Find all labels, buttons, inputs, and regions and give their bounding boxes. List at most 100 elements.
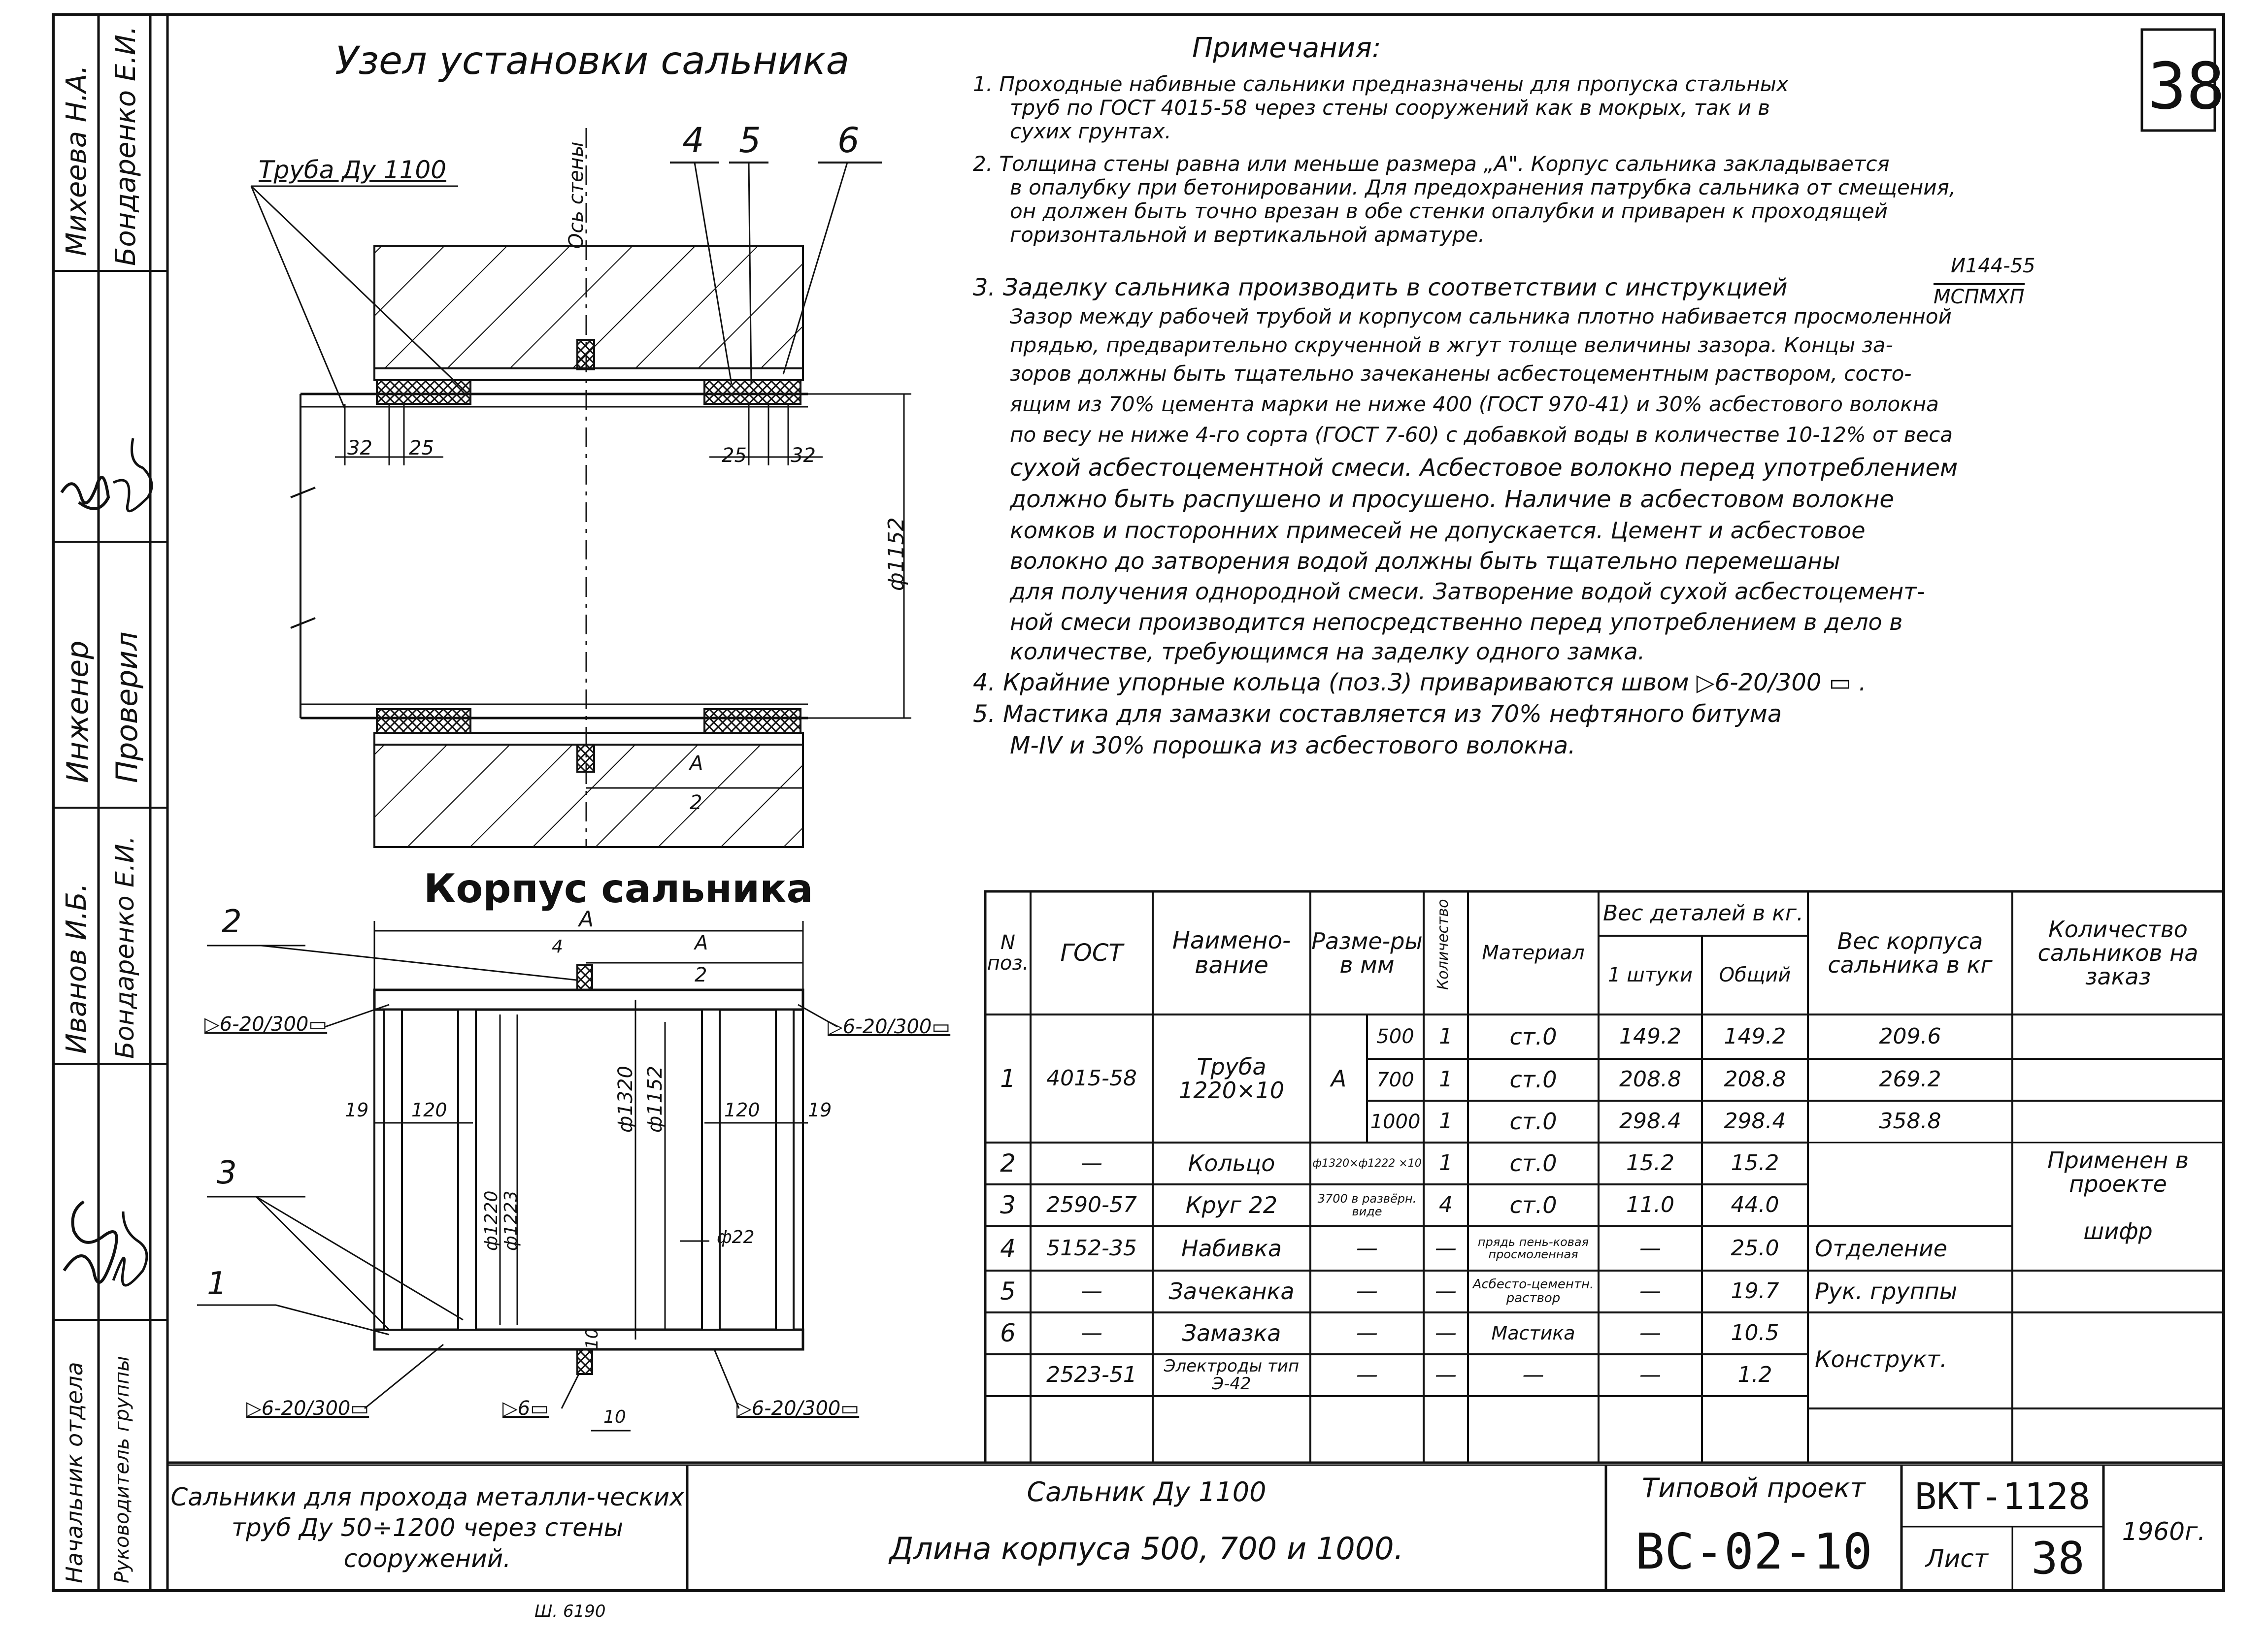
row5-total: 19.7 xyxy=(1731,1278,1779,1304)
sheet-number-box xyxy=(2140,28,2216,132)
pipe-label: Труба Ду 1100 xyxy=(259,156,447,184)
row1c-each: 298.4 xyxy=(1619,1109,1681,1134)
row5-pos: 5 xyxy=(1000,1277,1016,1306)
row6-name: Замазка xyxy=(1182,1320,1281,1347)
row1a-sub: 500 xyxy=(1376,1025,1414,1048)
row7-mat: — xyxy=(1522,1362,1544,1388)
weld-mark-top-right: ▷6-20/300▭ xyxy=(828,1015,951,1038)
project-code: ВС-02-10 xyxy=(1635,1522,1872,1580)
dim-2-top: 2 xyxy=(690,791,702,814)
th-weight: Вес деталей в кг. xyxy=(1603,900,1803,926)
row2-mat: ст.0 xyxy=(1509,1150,1557,1177)
vkt-code: ВКТ-1128 xyxy=(1914,1475,2091,1518)
instruction-denominator: МСПМХП xyxy=(1934,283,2025,307)
body-dim-phi22: ф22 xyxy=(717,1227,755,1247)
dim-A-top: А xyxy=(690,752,703,775)
row6-total: 10.5 xyxy=(1731,1320,1779,1346)
signatures xyxy=(60,438,153,1287)
outer-frame xyxy=(52,13,2225,1592)
row1c-qty: 1 xyxy=(1439,1109,1453,1134)
body-dim-phi1152: ф1152 xyxy=(644,1066,667,1133)
row4-total: 25.0 xyxy=(1731,1235,1779,1261)
row4-qty: — xyxy=(1435,1235,1457,1261)
sheet-number-title: 38 xyxy=(2031,1532,2085,1584)
row1c-total: 298.4 xyxy=(1724,1109,1786,1134)
dim-32-left: 32 xyxy=(347,437,372,459)
th-size: Разме-ры в мм xyxy=(1311,927,1423,978)
th-body-weight: Вес корпуса сальника в кг xyxy=(1828,927,1993,978)
row1-name: Труба 1220×10 xyxy=(1178,1053,1285,1104)
note-line: он должен быть точно врезан в обе стенки… xyxy=(1010,199,1888,223)
row1-size: А xyxy=(1331,1065,1347,1092)
row1a-mat: ст.0 xyxy=(1509,1023,1557,1050)
note-line: труб по ГОСТ 4015-58 через стены сооруже… xyxy=(1010,96,1770,120)
th-total: Общий xyxy=(1719,964,1791,986)
sheet-label: Лист xyxy=(1926,1544,1988,1573)
row4-pos: 4 xyxy=(1000,1234,1016,1263)
row6-size: — xyxy=(1356,1320,1378,1346)
row2-total: 15.2 xyxy=(1731,1150,1779,1176)
row1-pos: 1 xyxy=(1000,1064,1016,1093)
row1b-total: 208.8 xyxy=(1724,1067,1786,1092)
note-line: комков и посторонних примесей не допуска… xyxy=(1010,517,1866,544)
dim-phi1152-top: ф1152 xyxy=(884,517,909,591)
row1-gost: 4015-58 xyxy=(1046,1065,1137,1091)
note-line: должно быть распушено и просушено. Налич… xyxy=(1010,486,1894,513)
row5-size: — xyxy=(1356,1278,1378,1304)
callout-4: 4 xyxy=(682,120,704,161)
row4-name: Набивка xyxy=(1181,1235,1282,1262)
row2-size: ф1320×ф1222 ×10 xyxy=(1312,1157,1422,1170)
row1a-each: 149.2 xyxy=(1619,1023,1681,1049)
row2-qty: 1 xyxy=(1439,1150,1453,1176)
row1a-total: 149.2 xyxy=(1724,1023,1786,1049)
row3-total: 44.0 xyxy=(1731,1192,1779,1218)
dim-25-left: 25 xyxy=(409,437,434,459)
row6-mat: Мастика xyxy=(1491,1322,1575,1344)
row7-each: — xyxy=(1639,1362,1661,1388)
note-line: в опалубку при бетонировании. Для предох… xyxy=(1010,175,1956,199)
row7-size: — xyxy=(1356,1362,1378,1388)
callout-5: 5 xyxy=(739,120,761,161)
note-line: 2. Толщина стены равна или меньше размер… xyxy=(973,152,1890,176)
row4-gost: 5152-35 xyxy=(1046,1235,1137,1261)
row3-size: 3700 в развёрн. виде xyxy=(1317,1192,1417,1218)
th-material: Материал xyxy=(1482,942,1585,964)
row2-name: Кольцо xyxy=(1188,1150,1275,1177)
row2-gost: — xyxy=(1081,1150,1102,1176)
note-line: сухой асбестоцементной смеси. Асбестовое… xyxy=(1010,454,1958,482)
body-dim-phi1220: ф1220 xyxy=(481,1190,501,1251)
callout-2: 2 xyxy=(222,904,242,940)
body-dim-A2-bottom: 2 xyxy=(695,964,707,986)
body-dim-phi1223: ф1223 xyxy=(501,1190,521,1251)
department-label: Отделение xyxy=(1815,1235,1948,1262)
row5-gost: — xyxy=(1081,1278,1102,1304)
row6-each: — xyxy=(1639,1320,1661,1346)
row3-name: Круг 22 xyxy=(1185,1192,1278,1219)
row3-mat: ст.0 xyxy=(1509,1192,1557,1219)
note-line: горизонтальной и вертикальной арматуре. xyxy=(1010,223,1485,247)
applied-in-project: Применен в проекте xyxy=(2047,1146,2189,1197)
row5-qty: — xyxy=(1435,1278,1457,1304)
note-line: Зазор между рабочей трубой и корпусом са… xyxy=(1010,304,1952,328)
note-line: 4. Крайние упорные кольца (поз.3) привар… xyxy=(973,669,1867,696)
note-line: 5. Мастика для замазки составляется из 7… xyxy=(973,700,1782,728)
callout-1: 1 xyxy=(207,1266,227,1302)
dim-25-right: 25 xyxy=(722,444,747,467)
th-gost: ГОСТ xyxy=(1060,939,1123,967)
th-count: Количество сальников на заказ xyxy=(2037,916,2199,990)
weld-mark-top-left: ▷6-20/300▭ xyxy=(204,1013,328,1036)
row2-each: 15.2 xyxy=(1626,1150,1674,1176)
weld-mark-bottom-left: ▷6-20/300▭ xyxy=(246,1397,369,1420)
row7-name: Электроды тип Э-42 xyxy=(1164,1356,1300,1394)
row6-qty: — xyxy=(1435,1320,1457,1346)
row3-gost: 2590-57 xyxy=(1046,1192,1137,1218)
row2-pos: 2 xyxy=(1000,1149,1016,1178)
note-line: по весу не ниже 4-го сорта (ГОСТ 7-60) с… xyxy=(1010,423,1953,447)
project-cipher: шифр xyxy=(2083,1217,2153,1244)
body-dim-A: А xyxy=(579,907,594,932)
note-line: прядью, предварительно скрученной в жгут… xyxy=(1010,333,1893,357)
body-dim-10-horiz: 10 xyxy=(603,1407,626,1427)
body-dim-120-left: 120 xyxy=(411,1099,447,1121)
row4-each: — xyxy=(1639,1235,1661,1261)
